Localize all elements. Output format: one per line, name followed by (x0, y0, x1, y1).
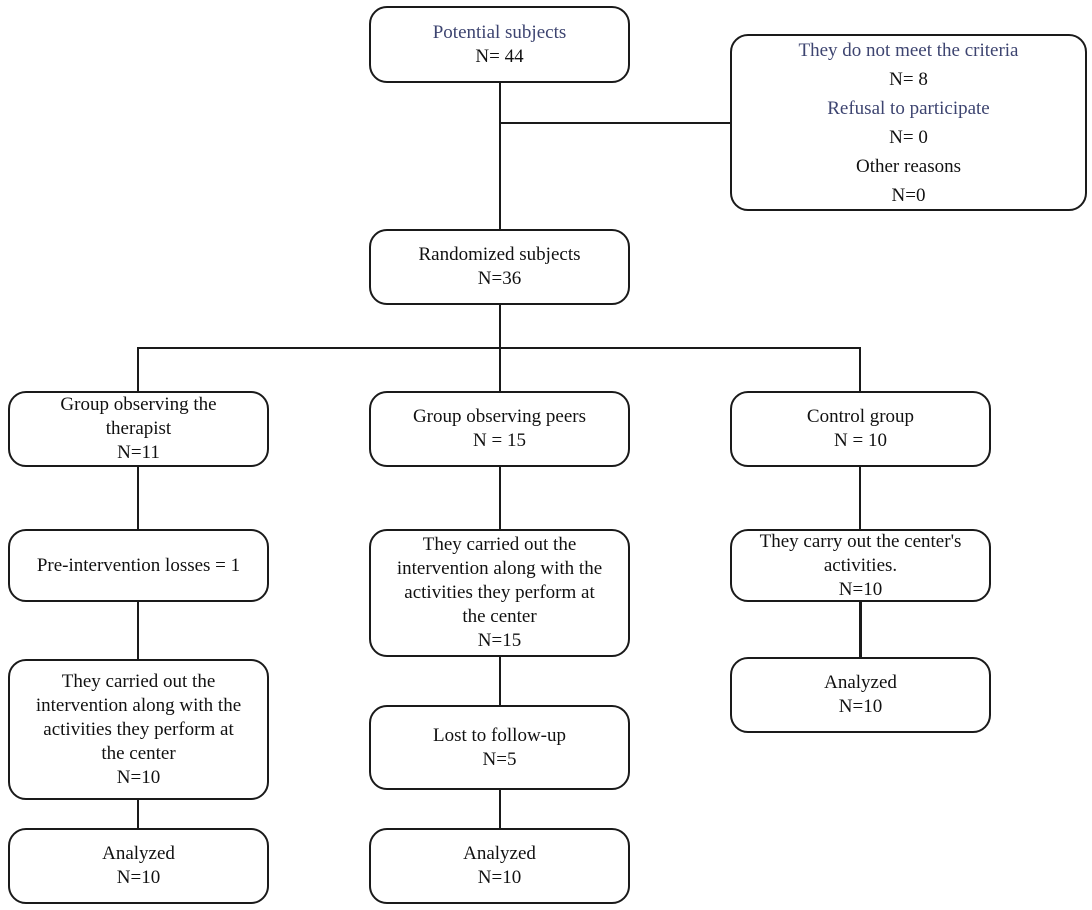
control-analyzed-label: Analyzed (824, 672, 897, 693)
other-reasons-label: Other reasons (856, 155, 961, 177)
therapist-group-box: Group observing the therapist N=11 (8, 391, 269, 467)
potential-subjects-box: Potential subjects N= 44 (369, 6, 630, 83)
connector-to-exclusions (499, 122, 731, 124)
peers-intervention-line2: intervention along with the (396, 558, 603, 579)
randomized-subjects-label: Randomized subjects (418, 244, 581, 265)
peers-analyzed-box: Analyzed N=10 (369, 828, 630, 904)
connector-branch-middle (499, 347, 501, 392)
peers-intervention-count: N=15 (477, 630, 522, 651)
therapist-analyzed-box: Analyzed N=10 (8, 828, 269, 904)
peers-intervention-line4: the center (462, 606, 537, 627)
pre-intervention-losses-box: Pre-intervention losses = 1 (8, 529, 269, 602)
therapist-intervention-count: N=10 (116, 766, 161, 788)
therapist-intervention-line1: They carried out the (61, 670, 216, 692)
potential-subjects-count: N= 44 (475, 45, 524, 67)
randomized-subjects-count: N=36 (477, 268, 522, 289)
therapist-group-count: N=11 (117, 442, 160, 463)
therapist-analyzed-count: N=10 (116, 867, 161, 888)
potential-subjects-label: Potential subjects (432, 21, 567, 43)
peers-group-box: Group observing peers N = 15 (369, 391, 630, 467)
peers-analyzed-count: N=10 (477, 867, 522, 888)
connector-potential-randomized (499, 83, 501, 230)
connector-left-1 (137, 466, 139, 530)
connector-randomized-split (499, 304, 501, 348)
other-reasons-count: N=0 (891, 184, 926, 206)
connector-left-3 (137, 799, 139, 829)
connector-branch-left (137, 347, 139, 392)
peers-intervention-line1: They carried out the (422, 534, 577, 555)
refusal-count: N= 0 (889, 126, 928, 148)
randomized-subjects-box: Randomized subjects N=36 (369, 229, 630, 305)
connector-middle-2 (499, 656, 501, 706)
therapist-group-label-line2: therapist (105, 418, 172, 439)
peers-analyzed-label: Analyzed (463, 843, 536, 864)
therapist-intervention-line4: the center (101, 742, 176, 764)
exclusions-box: They do not meet the criteria N= 8 Refus… (730, 34, 1087, 211)
therapist-analyzed-label: Analyzed (102, 843, 175, 864)
peers-lost-count: N=5 (482, 748, 517, 770)
therapist-intervention-box: They carried out the intervention along … (8, 659, 269, 800)
connector-right-1 (859, 466, 861, 530)
peers-intervention-line3: activities they perform at (404, 582, 595, 603)
control-analyzed-count: N=10 (838, 696, 883, 717)
control-analyzed-box: Analyzed N=10 (730, 657, 991, 733)
connector-branch-horizontal (137, 347, 859, 349)
connector-right-2 (859, 601, 862, 658)
control-activities-line1: They carry out the center's (759, 530, 962, 552)
control-group-count: N = 10 (834, 430, 887, 451)
therapist-intervention-line3: activities they perform at (43, 718, 234, 740)
control-activities-count: N=10 (838, 578, 883, 600)
pre-intervention-losses-label: Pre-intervention losses = 1 (36, 554, 241, 576)
refusal-label: Refusal to participate (827, 97, 990, 119)
connector-left-2 (137, 601, 139, 660)
control-activities-box: They carry out the center's activities. … (730, 529, 991, 602)
criteria-label: They do not meet the criteria (798, 39, 1019, 61)
connector-branch-right (859, 347, 861, 392)
peers-lost-label: Lost to follow-up (433, 724, 566, 746)
peers-group-count: N = 15 (473, 430, 526, 451)
peers-lost-box: Lost to follow-up N=5 (369, 705, 630, 790)
control-group-box: Control group N = 10 (730, 391, 991, 467)
control-group-label: Control group (806, 406, 915, 427)
therapist-intervention-line2: intervention along with the (35, 694, 242, 716)
peers-group-label: Group observing peers (412, 406, 587, 427)
criteria-count: N= 8 (889, 68, 928, 90)
connector-middle-1 (499, 466, 501, 530)
connector-middle-3 (499, 789, 501, 829)
peers-intervention-box: They carried out the intervention along … (369, 529, 630, 657)
therapist-group-label-line1: Group observing the (60, 394, 217, 415)
control-activities-line2: activities. (823, 554, 898, 576)
